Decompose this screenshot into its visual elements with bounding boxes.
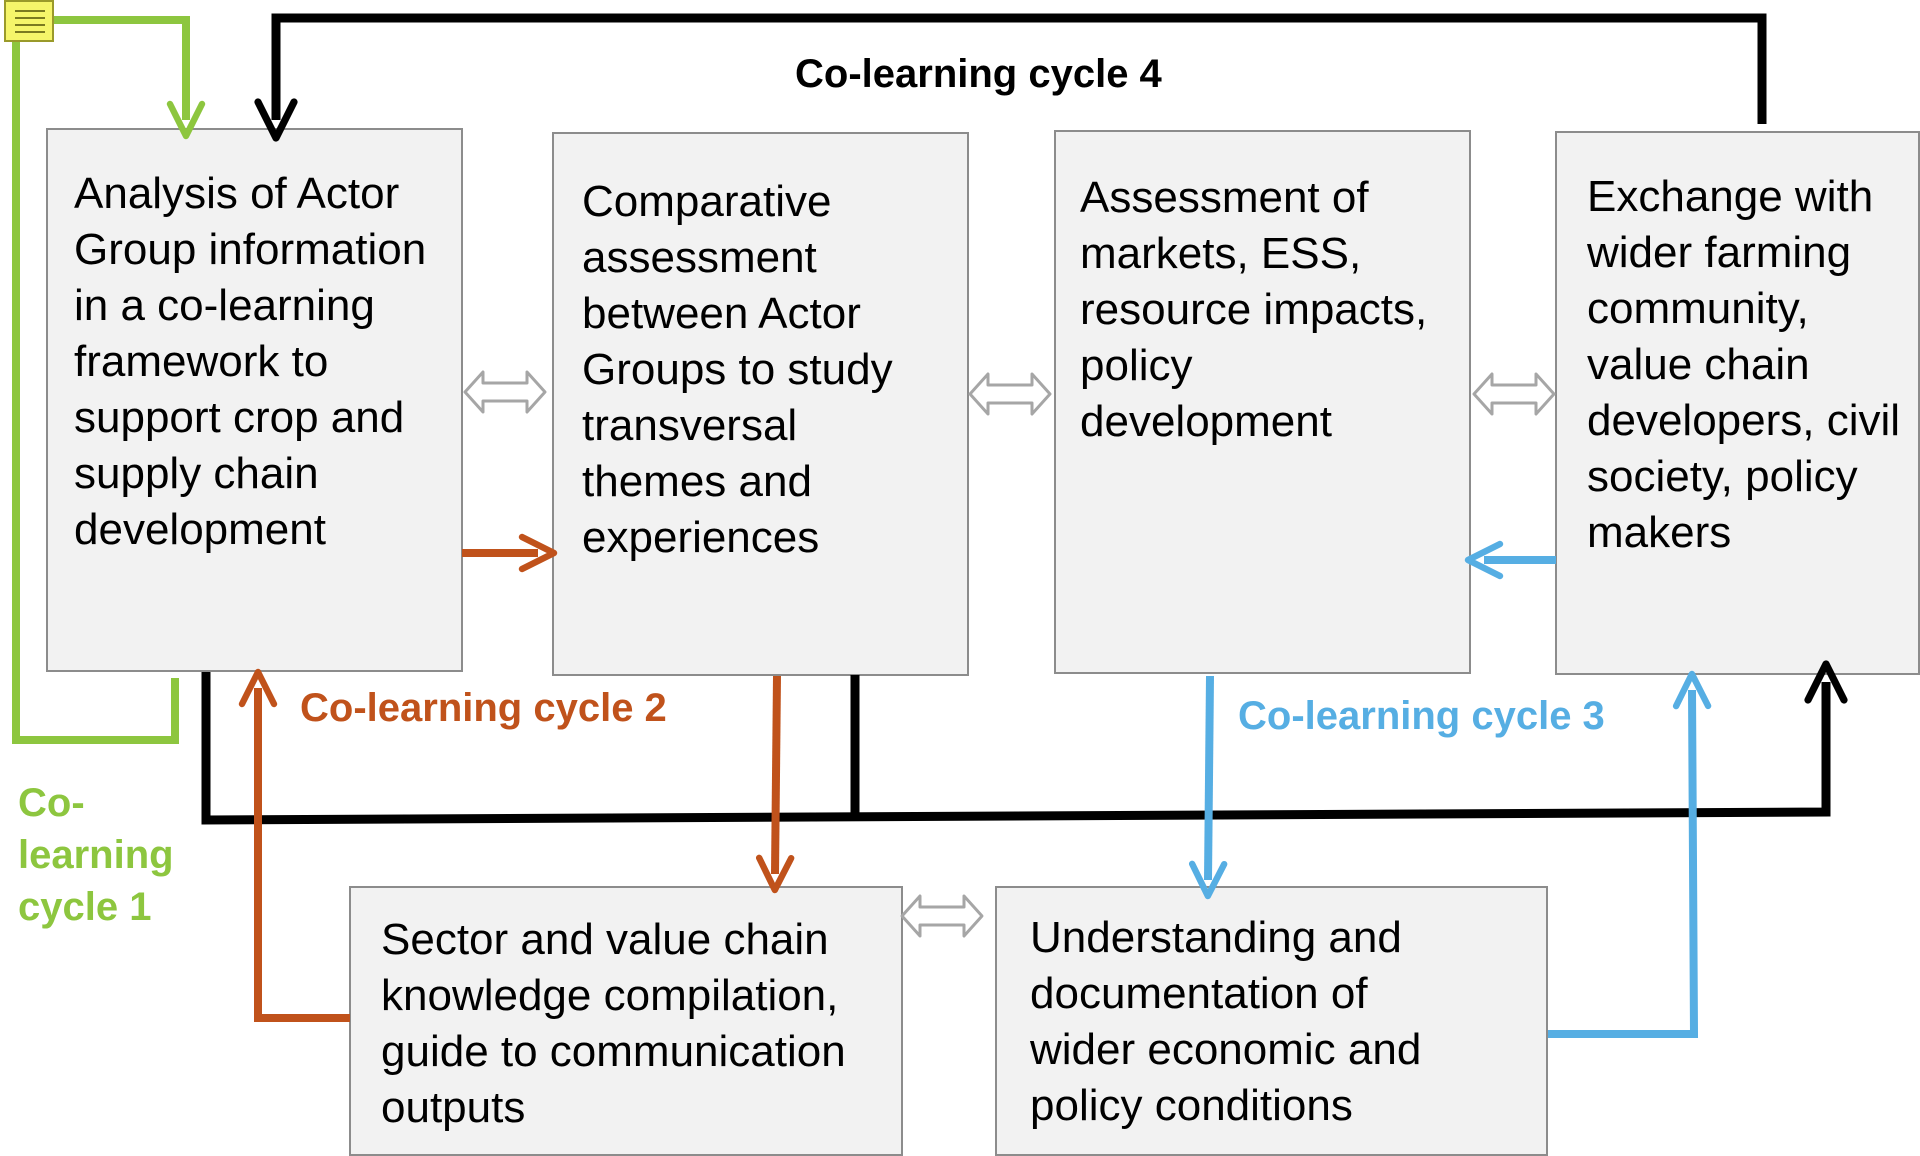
box-assessment-text: Assessment of markets, ESS, resource imp…: [1080, 173, 1428, 446]
sticky-note-icon[interactable]: [4, 0, 54, 42]
cycle2-label: Co-learning cycle 2: [300, 686, 667, 730]
box-understanding-text: Understanding and documentation of wider…: [1030, 913, 1422, 1130]
cycle3-assessment-to-understanding: [1188, 675, 1228, 900]
cycle4-top-path: [254, 13, 1767, 142]
double-arrow-icon: [1472, 372, 1556, 416]
box-sector: Sector and value chain knowledge compila…: [349, 886, 903, 1156]
box-exchange-text: Exchange with wider farming community, v…: [1587, 172, 1901, 557]
cycle3-understanding-to-exchange: [1548, 670, 1712, 1038]
cycle2-comparative-to-sector: [755, 675, 795, 894]
box-assessment: Assessment of markets, ESS, resource imp…: [1054, 130, 1471, 674]
box-sector-text: Sector and value chain knowledge compila…: [381, 915, 846, 1132]
double-arrow-icon: [968, 372, 1052, 416]
cycle1-loop: [12, 16, 206, 744]
double-arrow-icon: [463, 370, 547, 414]
box-analysis-text: Analysis of Actor Group information in a…: [74, 169, 427, 554]
box-analysis: Analysis of Actor Group information in a…: [46, 128, 463, 672]
double-arrow-icon: [900, 894, 984, 938]
box-comparative: Comparative assessment between Actor Gro…: [552, 132, 969, 676]
cycle4-label: Co-learning cycle 4: [795, 52, 1162, 96]
box-exchange: Exchange with wider farming community, v…: [1555, 131, 1920, 675]
cycle2-sector-to-analysis: [238, 668, 350, 1022]
box-understanding: Understanding and documentation of wider…: [995, 886, 1548, 1156]
cycle3-label: Co-learning cycle 3: [1238, 694, 1605, 738]
box-comparative-text: Comparative assessment between Actor Gro…: [582, 177, 893, 562]
cycle1-label: Co- learning cycle 1: [18, 781, 174, 929]
cycle4-bottom-path: [201, 660, 1848, 825]
